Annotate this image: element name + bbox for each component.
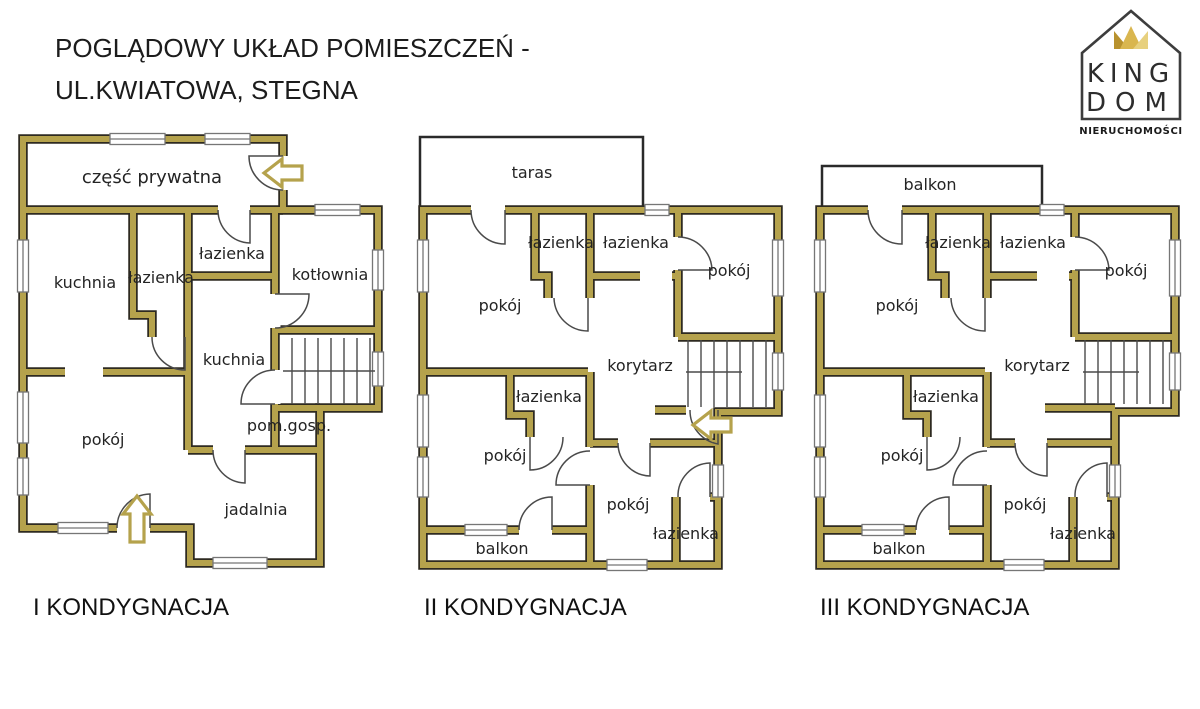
room-label: pokój xyxy=(1105,261,1148,280)
room-label: korytarz xyxy=(607,356,673,375)
room-label: pokój xyxy=(479,296,522,315)
room-label: łazienka xyxy=(1050,524,1116,543)
room-labels: taras łazienka łazienka pokój pokój kory… xyxy=(475,163,750,558)
room-label: łazienka xyxy=(199,244,265,263)
windows xyxy=(16,132,385,570)
room-label: łazienka xyxy=(1000,233,1066,252)
entrance-arrow-icon xyxy=(261,155,304,191)
room-label: łazienka xyxy=(516,387,582,406)
staircase xyxy=(283,338,375,404)
room-label: pokój xyxy=(876,296,919,315)
room-label: łazienka xyxy=(913,387,979,406)
room-label: pokój xyxy=(881,446,924,465)
room-label: łazienka xyxy=(603,233,669,252)
terrace-outline xyxy=(418,135,645,212)
room-label: część prywatna xyxy=(82,167,222,188)
floor-names: I KONDYGNACJA II KONDYGNACJA III KONDYGN… xyxy=(33,594,1029,621)
room-label: pom.gosp. xyxy=(247,416,331,435)
door-openings xyxy=(471,204,672,536)
room-label: korytarz xyxy=(1004,356,1070,375)
room-label: balkon xyxy=(903,175,956,194)
room-label: jadalnia xyxy=(223,500,287,519)
floor-name-3: III KONDYGNACJA xyxy=(820,594,1029,621)
room-label: pokój xyxy=(82,430,125,449)
room-label: pokój xyxy=(708,261,751,280)
windows xyxy=(416,203,785,572)
doors xyxy=(116,155,310,529)
room-label: pokój xyxy=(1004,495,1047,514)
room-label: kuchnia xyxy=(54,273,116,292)
entrance-arrow-icon xyxy=(690,407,733,443)
logo: KING DOM NIERUCHOMOŚCI xyxy=(1079,9,1182,137)
room-label: łazienka xyxy=(128,268,194,287)
windows xyxy=(813,203,1182,572)
room-label: balkon xyxy=(872,539,925,558)
entrance-arrow-icon xyxy=(119,493,155,544)
floor-plan-1: część prywatna kuchnia łazienka łazienka… xyxy=(16,132,385,570)
balcony-outline xyxy=(820,164,1044,212)
logo-house-icon xyxy=(1080,9,1182,121)
logo-subtitle: NIERUCHOMOŚCI xyxy=(1079,124,1182,137)
floor-name-2: II KONDYGNACJA xyxy=(424,594,627,621)
room-label: łazienka xyxy=(925,233,991,252)
room-labels: balkon łazienka łazienka pokój pokój kor… xyxy=(872,175,1147,558)
room-label: balkon xyxy=(475,539,528,558)
staircase xyxy=(1083,340,1164,404)
floor-plan-3: balkon łazienka łazienka pokój pokój kor… xyxy=(813,164,1182,572)
crown-icon xyxy=(1114,26,1148,49)
door-openings xyxy=(868,204,1069,536)
page-title: POGLĄDOWY UKŁAD POMIESZCZEŃ - UL.KWIATOW… xyxy=(55,33,530,105)
room-label: kuchnia xyxy=(203,350,265,369)
staircase xyxy=(686,340,767,407)
walls xyxy=(18,134,383,568)
title-line-1: POGLĄDOWY UKŁAD POMIESZCZEŃ - xyxy=(55,33,530,63)
logo-brand-line2: DOM xyxy=(1086,88,1176,118)
room-label: łazienka xyxy=(528,233,594,252)
room-labels: część prywatna kuchnia łazienka łazienka… xyxy=(54,167,368,519)
room-label: kotłownia xyxy=(292,265,369,284)
floor-name-1: I KONDYGNACJA xyxy=(33,594,229,621)
room-label: pokój xyxy=(607,495,650,514)
room-label: taras xyxy=(512,163,553,182)
room-label: pokój xyxy=(484,446,527,465)
doors xyxy=(867,209,1110,531)
room-label: łazienka xyxy=(653,524,719,543)
title-line-2: UL.KWIATOWA, STEGNA xyxy=(55,75,359,105)
floor-plan-2: taras łazienka łazienka pokój pokój kory… xyxy=(416,135,785,572)
doors xyxy=(470,209,719,531)
logo-brand-line1: KING xyxy=(1087,59,1175,89)
